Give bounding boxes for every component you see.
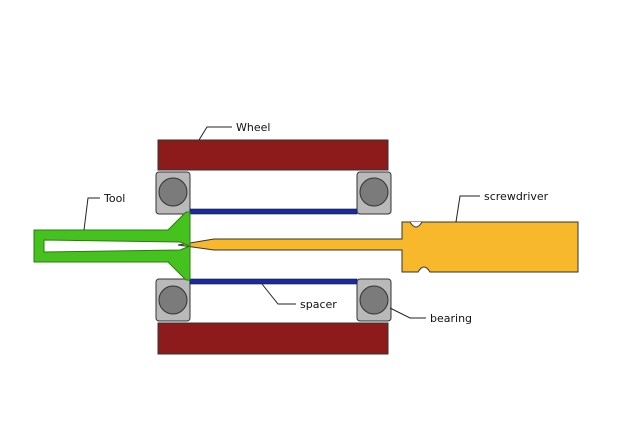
spacer-label: spacer: [300, 298, 337, 311]
tool-leader: [83, 197, 100, 231]
wheel-bottom: [157, 322, 389, 355]
bearing-leader: [389, 307, 426, 319]
screwdriver-leader: [455, 195, 480, 223]
screwdriver-label: screwdriver: [484, 190, 549, 203]
spacer-top: [189, 208, 358, 215]
wheel-leader: [198, 126, 232, 141]
screwdriver-notch-top: [409, 221, 423, 228]
tool-label: Tool: [103, 192, 125, 205]
wheel-top: [157, 139, 389, 171]
bearing-label: bearing: [430, 312, 472, 325]
spacer-leader: [261, 283, 296, 305]
bearing-bottom-right: [356, 278, 392, 322]
wheel-label: Wheel: [236, 121, 270, 134]
bearing-top-left: [155, 171, 191, 215]
bearing-top-right: [356, 171, 392, 215]
bearing-bottom-left: [155, 278, 191, 322]
tool: [33, 211, 192, 281]
spacer-bottom: [189, 278, 358, 285]
screwdriver: [177, 221, 579, 273]
